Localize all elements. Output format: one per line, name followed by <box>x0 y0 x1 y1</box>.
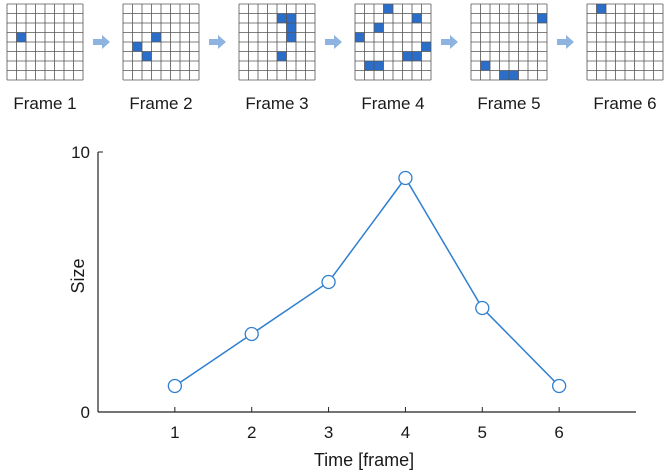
size-over-time-chart: Size Time [frame] 1 2 3 4 5 6 0 10 <box>68 143 636 470</box>
active-cell <box>499 70 509 80</box>
active-cell <box>355 32 365 42</box>
y-tick-label: 10 <box>71 143 90 162</box>
axis-ticks: 1 2 3 4 5 6 0 10 <box>71 143 564 442</box>
active-cell <box>277 13 287 23</box>
arrow-right-icon <box>93 35 110 49</box>
x-tick-label: 4 <box>401 423 410 442</box>
frame-label: Frame 4 <box>361 94 424 113</box>
frame-sequence: Frame 1 Frame 2 Frame 3 Frame 4 Frame 5 Frame… <box>6 3 664 113</box>
active-cell <box>16 32 26 42</box>
active-cell <box>151 32 161 42</box>
data-point <box>398 170 413 186</box>
frame-label: Frame 5 <box>477 94 540 113</box>
active-cell <box>374 23 384 33</box>
frame-label: Frame 2 <box>129 94 192 113</box>
active-cell <box>374 61 384 71</box>
active-cell <box>537 13 547 23</box>
active-cell <box>412 13 422 23</box>
frame-6: Frame 6 <box>586 3 664 113</box>
active-cell <box>509 70 519 80</box>
active-cell <box>142 51 152 61</box>
active-cell <box>364 61 374 71</box>
x-tick-label: 1 <box>170 423 179 442</box>
frame-3: Frame 3 <box>238 3 316 113</box>
x-tick-label: 3 <box>324 423 333 442</box>
frame-1: Frame 1 <box>6 3 84 113</box>
frame-label: Frame 3 <box>245 94 308 113</box>
active-cell <box>277 51 287 61</box>
arrow-right-icon <box>441 35 458 49</box>
data-point <box>551 378 567 394</box>
series-line <box>174 176 560 387</box>
frame-4: Frame 4 <box>354 3 432 113</box>
data-point <box>475 300 490 316</box>
x-tick-label: 6 <box>554 423 563 442</box>
active-cell <box>286 13 296 23</box>
series-markers <box>167 170 567 394</box>
active-cell <box>286 23 296 33</box>
active-cell <box>596 4 606 14</box>
data-point <box>321 274 336 290</box>
active-cell <box>286 32 296 42</box>
y-axis-label: Size <box>68 258 88 293</box>
arrow-right-icon <box>557 35 574 49</box>
active-cell <box>412 51 422 61</box>
frame-label: Frame 1 <box>13 94 76 113</box>
x-tick-label: 2 <box>247 423 256 442</box>
frame-label: Frame 6 <box>593 94 656 113</box>
arrow-right-icon <box>209 35 226 49</box>
y-tick-label: 0 <box>81 403 90 422</box>
active-cell <box>132 42 142 52</box>
active-cell <box>402 51 412 61</box>
frame-5: Frame 5 <box>470 3 548 113</box>
x-axis-label: Time [frame] <box>314 450 414 470</box>
data-point <box>167 378 183 394</box>
active-cell <box>383 4 393 14</box>
active-cell <box>480 61 490 71</box>
data-point <box>244 326 259 342</box>
frame-2: Frame 2 <box>122 3 200 113</box>
active-cell <box>421 42 431 52</box>
x-tick-label: 5 <box>478 423 487 442</box>
arrow-right-icon <box>325 35 342 49</box>
